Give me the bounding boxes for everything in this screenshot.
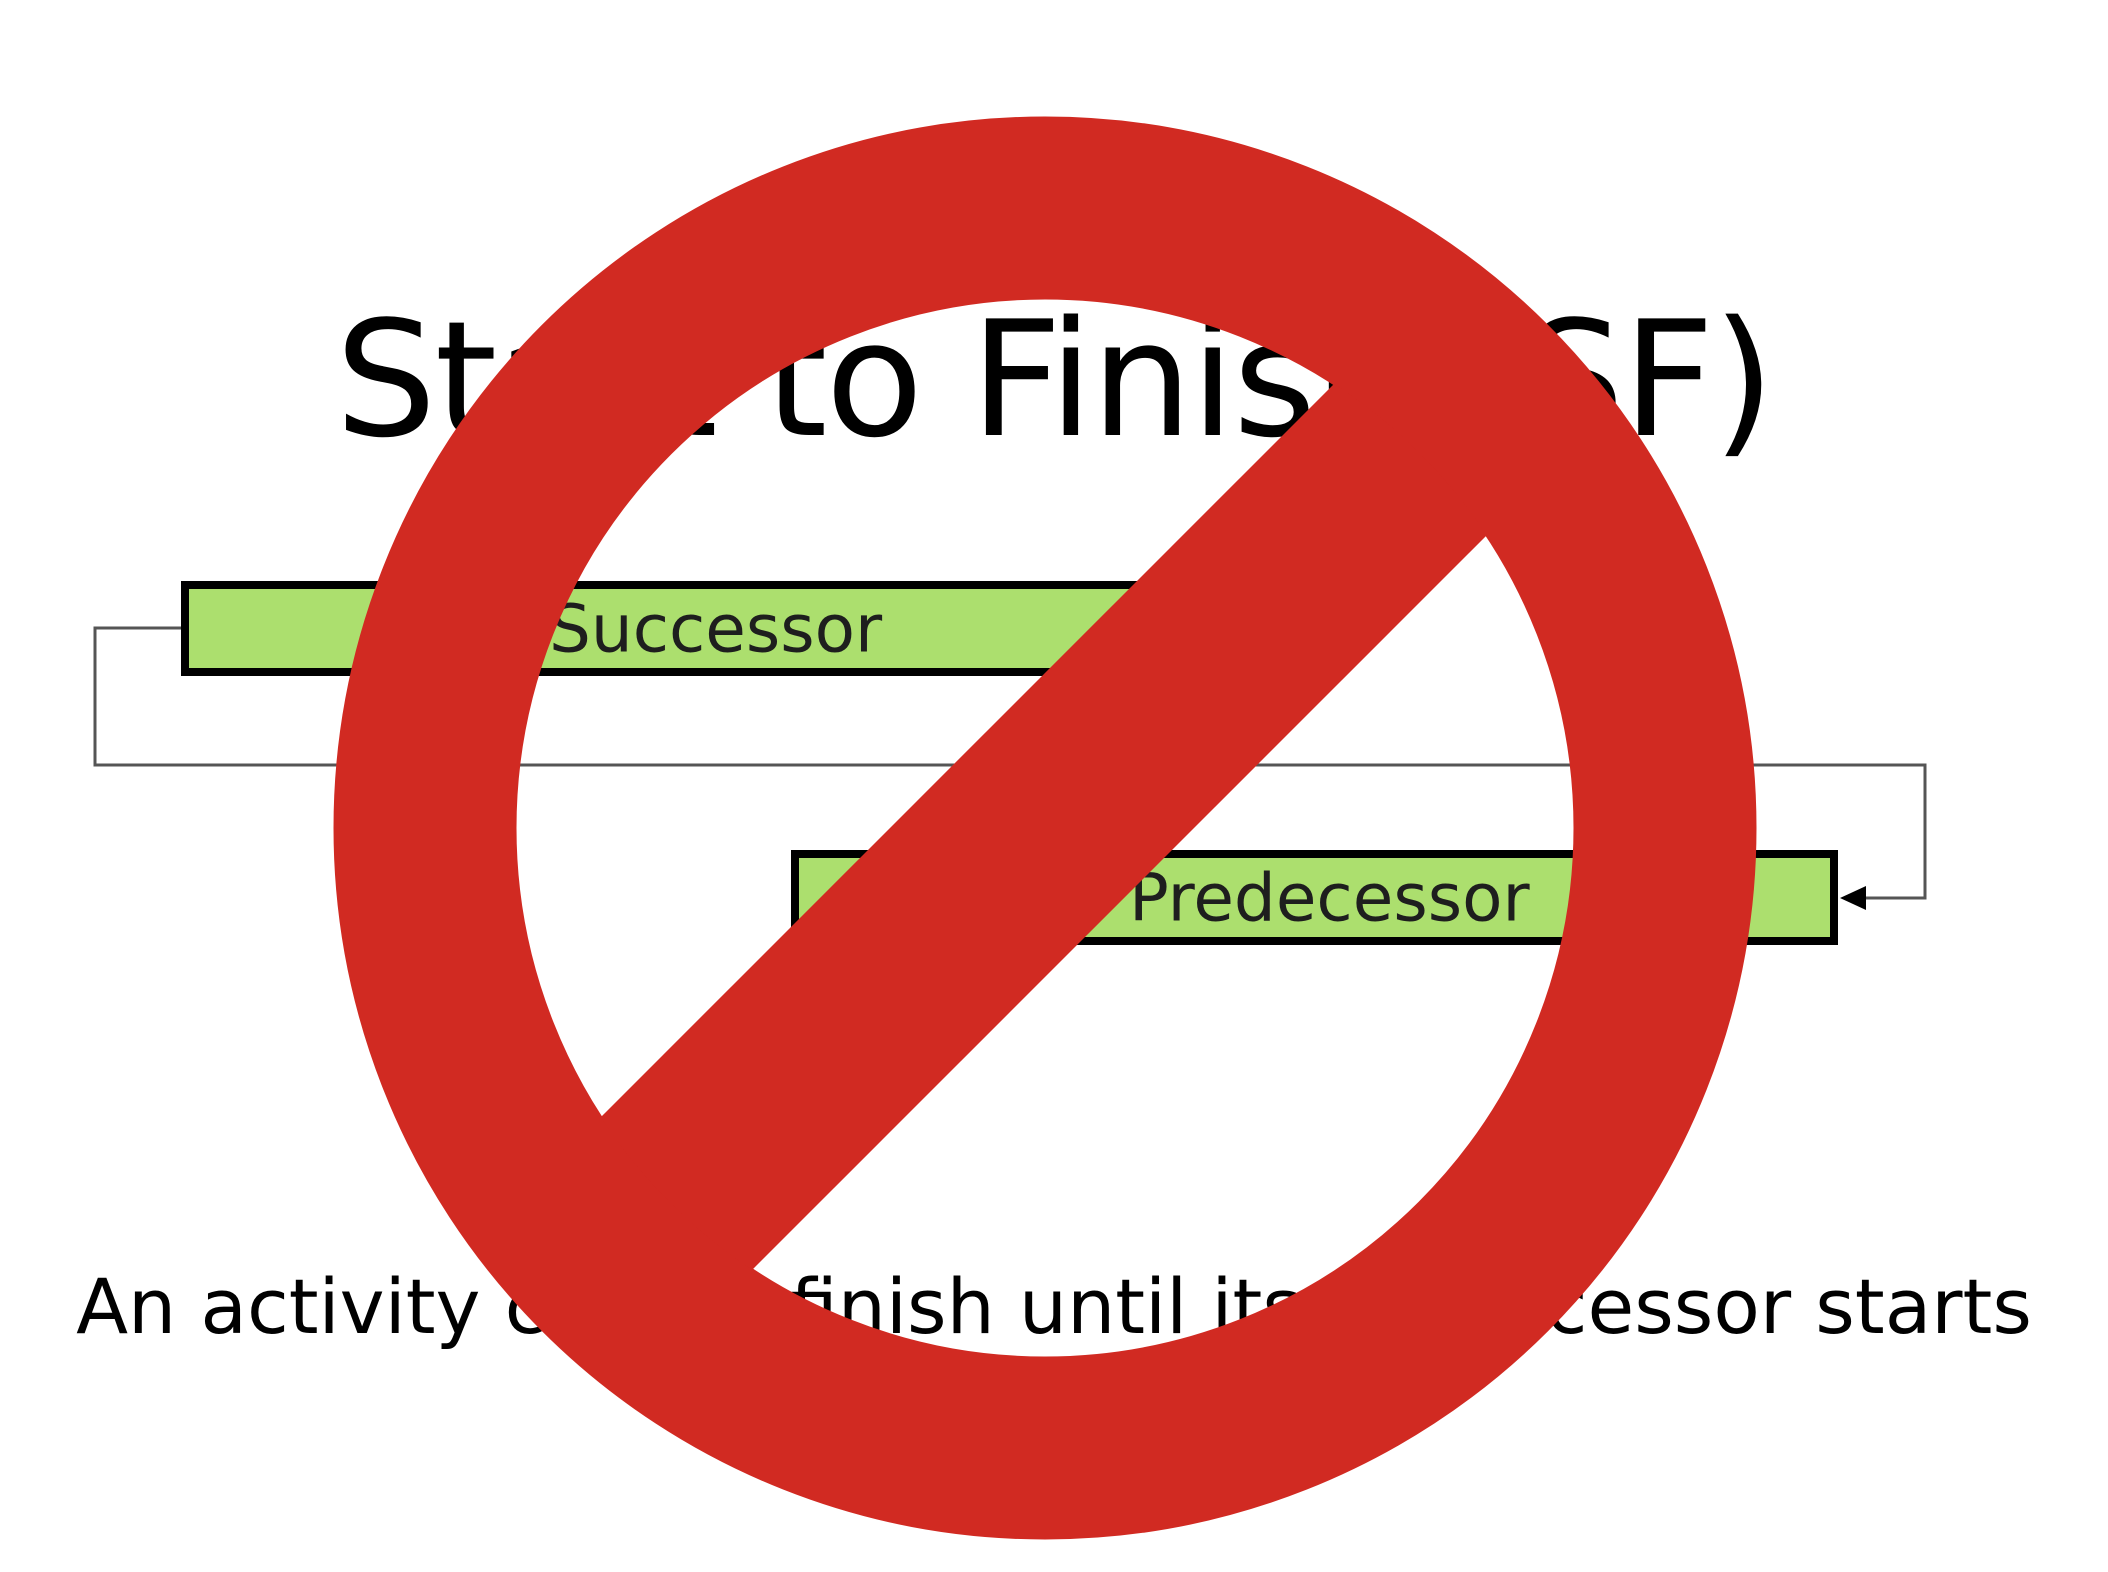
slide-caption: An activity cannot finish until its pred…	[76, 1262, 2032, 1351]
successor-label: Successor	[549, 590, 883, 667]
prohibition-ring	[333, 116, 1757, 1540]
arrowhead-icon	[1840, 886, 1866, 910]
predecessor-label: Predecessor	[1129, 859, 1530, 936]
